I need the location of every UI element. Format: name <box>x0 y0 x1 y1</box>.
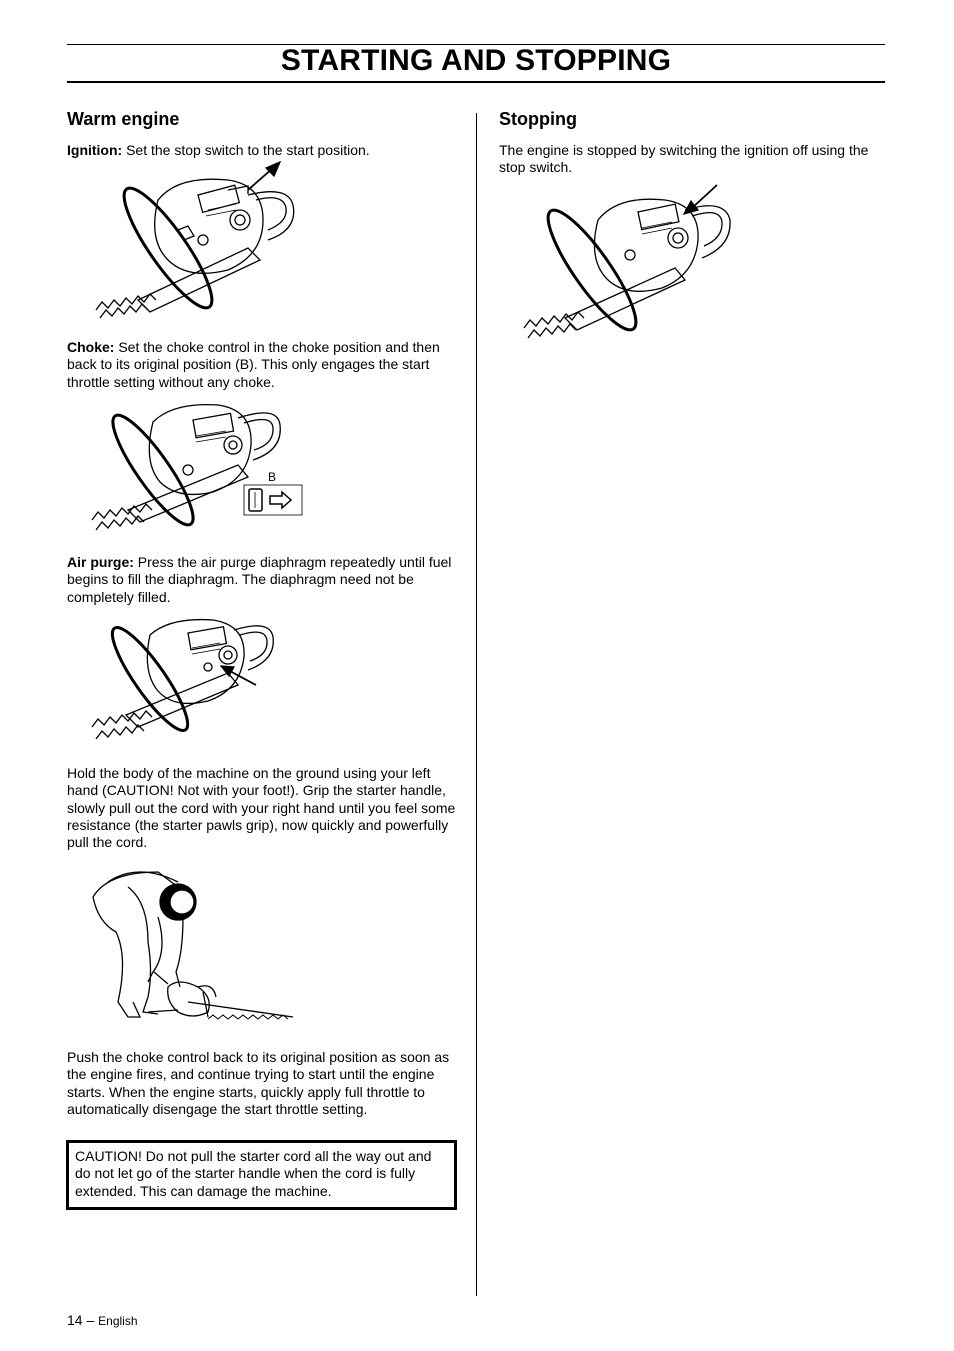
starting-paragraph: Hold the body of the machine on the grou… <box>67 765 456 851</box>
choke-label: Choke: <box>67 339 115 355</box>
air-purge-label: Air purge: <box>67 554 134 570</box>
page-title: STARTING AND STOPPING <box>280 44 672 77</box>
stopping-paragraph: The engine is stopped by switching the i… <box>499 142 869 176</box>
caution-box: CAUTION! Do not pull the starter cord al… <box>66 1140 457 1210</box>
header-bottom-rule <box>67 81 885 83</box>
page-number: 14 – <box>67 1312 95 1328</box>
choke-illustration: B <box>88 400 308 540</box>
ignition-paragraph: Ignition: Set the stop switch to the sta… <box>67 142 457 159</box>
starting-illustration <box>88 862 298 1027</box>
choke-paragraph: Choke: Set the choke control in the chok… <box>67 339 457 391</box>
stopping-heading: Stopping <box>499 109 577 129</box>
choke-label-b: B <box>268 470 276 484</box>
header-top-rule <box>67 44 885 45</box>
warm-engine-heading: Warm engine <box>67 109 180 129</box>
ignition-text: Set the stop switch to the start positio… <box>122 142 370 158</box>
column-divider <box>476 113 477 1296</box>
air-purge-text: Press the air purge diaphragm repeatedly… <box>67 554 452 605</box>
stopping-illustration <box>520 180 740 345</box>
push-choke-paragraph: Push the choke control back to its origi… <box>67 1049 450 1117</box>
choke-text: Set the choke control in the choke posit… <box>67 339 440 390</box>
caution-text: CAUTION! Do not pull the starter cord al… <box>75 1148 432 1199</box>
air-purge-paragraph: Air purge: Press the air purge diaphragm… <box>67 554 457 606</box>
ignition-label: Ignition: <box>67 142 123 158</box>
air-purge-illustration <box>88 615 288 750</box>
page-footer: 14 – English <box>67 1312 138 1328</box>
ignition-illustration <box>88 160 308 330</box>
footer-language: English <box>98 1314 138 1328</box>
